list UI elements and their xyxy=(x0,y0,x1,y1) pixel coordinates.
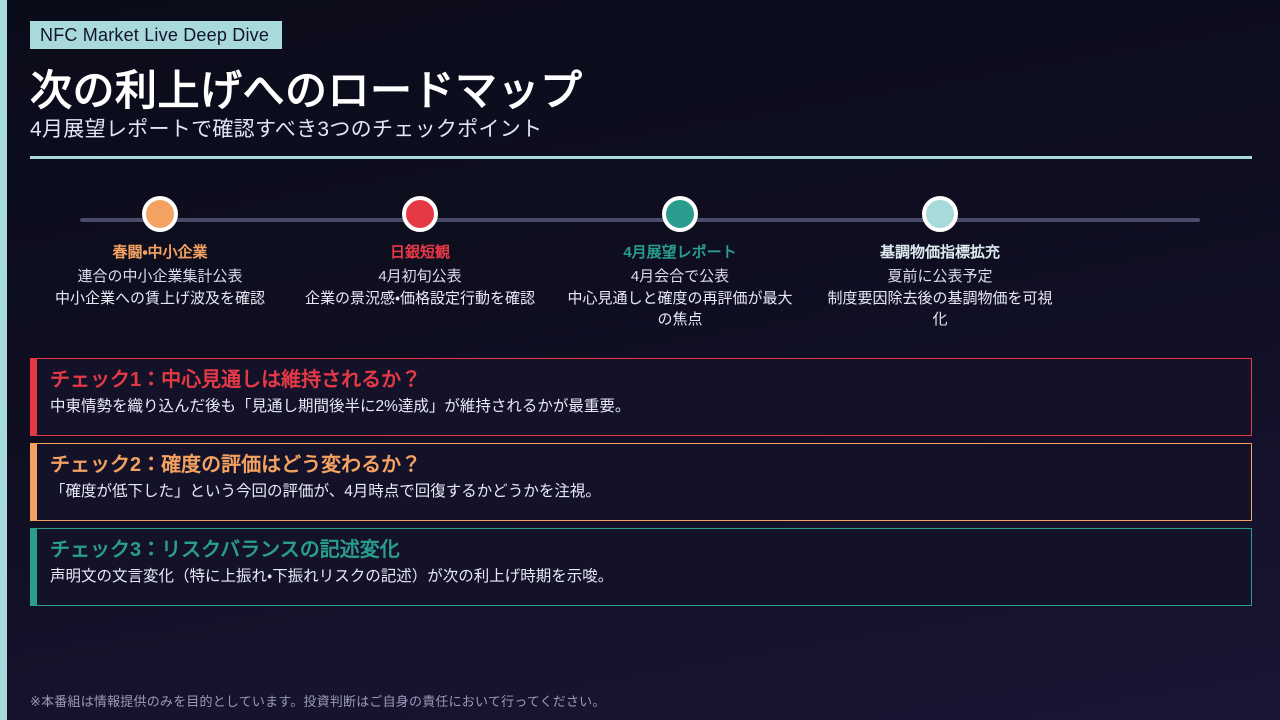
page-subtitle: 4月展望レポートで確認すべき3つのチェックポイント xyxy=(30,118,543,141)
timeline-node-description: 企業の景況感・価格設定行動を確認 xyxy=(304,290,536,308)
checkpoint-body: 中東情勢を織り込んだ後も「見通し期間後半に2%達成」が維持されるかが最重要。 xyxy=(50,398,631,415)
timeline-node[interactable]: 4月展望レポート 4月会合で公表中心見通しと確度の再評価が最大の焦点 xyxy=(550,190,810,330)
timeline-node-name: 日銀短観 xyxy=(389,244,450,261)
timeline-node-dot-icon xyxy=(922,196,958,232)
disclaimer-text: ※本番組は情報提供のみを目的としています。投資判断はご自身の責任において行ってく… xyxy=(30,694,606,709)
checkpoint-accent-bar xyxy=(30,444,37,520)
timeline-track xyxy=(80,218,1200,222)
checkpoint-card[interactable]: チェック1：中心見通しは維持されるか？ 中東情勢を織り込んだ後も「見通し期間後半に… xyxy=(30,358,1252,436)
timeline-node-description: 制度要因除去後の基調物価を可視化 xyxy=(827,290,1053,328)
timeline-node[interactable]: 基調物価指標拡充夏前に公表予定制度要因除去後の基調物価を可視化 xyxy=(810,190,1070,330)
timeline-node-when: 連合の中小企業集計公表 xyxy=(77,267,243,285)
checkpoint-card-list: チェック1：中心見通しは維持されるか？ 中東情勢を織り込んだ後も「見通し期間後半に… xyxy=(30,358,1252,613)
checkpoint-body: 声明文の文言変化（特に上振れ・下振れリスクの記述）が次の利上げ時期を示唆。 xyxy=(50,568,614,585)
left-accent-bar xyxy=(0,0,7,720)
timeline-node-dot-icon xyxy=(662,196,698,232)
timeline-node-when: 夏前に公表予定 xyxy=(887,267,993,285)
timeline-node-name: 4月展望レポート xyxy=(623,244,737,261)
checkpoint-accent-bar xyxy=(30,359,37,435)
timeline-node-name: 基調物価指標拡充 xyxy=(879,244,1000,261)
checkpoint-title: チェック1：中心見通しは維持されるか？ xyxy=(50,369,422,391)
timeline-node-description: 中心見通しと確度の再評価が最大の焦点 xyxy=(567,290,793,328)
timeline-node-name: 春闘・中小企業 xyxy=(112,244,208,261)
header-divider xyxy=(30,156,1252,159)
roadmap-timeline: 春闘・中小企業連合の中小企業集計公表中小企業への賃上げ波及を確認 日銀短観 4月初旬… xyxy=(0,190,1280,340)
timeline-node[interactable]: 日銀短観 4月初旬公表企業の景況感・価格設定行動を確認 xyxy=(290,190,550,310)
checkpoint-title: チェック3：リスクバランスの記述変化 xyxy=(50,539,400,561)
timeline-node-when: 4月初旬公表 xyxy=(378,267,462,285)
checkpoint-title: チェック2：確度の評価はどう変わるか？ xyxy=(50,454,422,476)
timeline-node-dot-icon xyxy=(142,196,178,232)
program-badge: NFC Market Live Deep Dive xyxy=(30,21,282,49)
timeline-node-when: 4月会合で公表 xyxy=(630,267,730,285)
page-title: 次の利上げへのロードマップ xyxy=(30,67,583,114)
timeline-node-description: 中小企業への賃上げ波及を確認 xyxy=(54,290,265,308)
timeline-node[interactable]: 春闘・中小企業連合の中小企業集計公表中小企業への賃上げ波及を確認 xyxy=(30,190,290,310)
timeline-node-dot-icon xyxy=(402,196,438,232)
checkpoint-body: 「確度が低下した」という今回の評価が、4月時点で回復するかどうかを注視。 xyxy=(50,483,601,500)
checkpoint-accent-bar xyxy=(30,529,37,605)
checkpoint-card[interactable]: チェック3：リスクバランスの記述変化声明文の文言変化（特に上振れ・下振れリスクの… xyxy=(30,528,1252,606)
checkpoint-card[interactable]: チェック2：確度の評価はどう変わるか？ 「確度が低下した」という今回の評価が、4月… xyxy=(30,443,1252,521)
